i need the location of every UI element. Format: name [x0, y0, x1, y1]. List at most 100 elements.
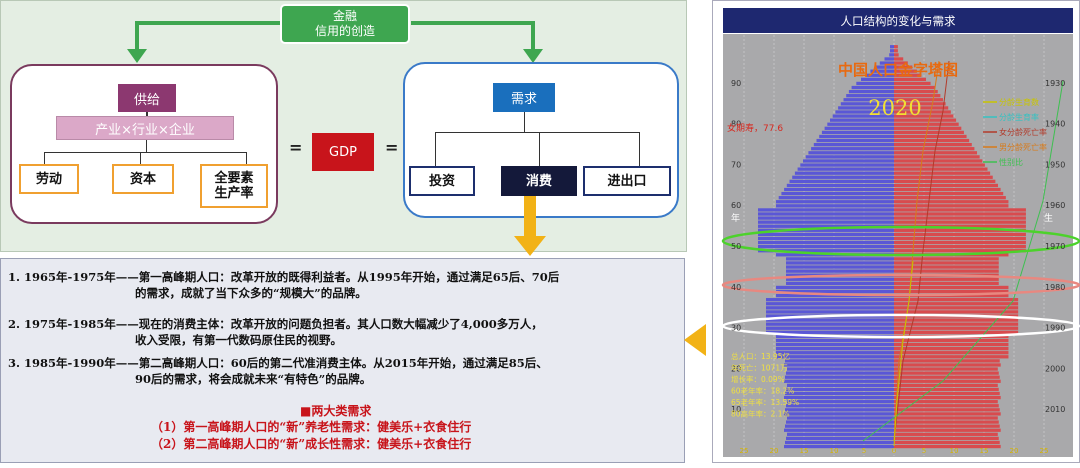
female-bar: [894, 167, 988, 171]
male-bar: [766, 310, 894, 314]
population-text-panel: 1. 1965年-1975年——第一高峰期人口：改革开放的既得利益者。从1995…: [0, 258, 685, 463]
percent-tick-label: 20: [1010, 447, 1019, 455]
female-bar: [894, 424, 1000, 428]
female-bar: [894, 245, 1026, 249]
male-bar: [792, 175, 894, 179]
male-bar: [758, 232, 894, 237]
female-bar: [894, 432, 998, 436]
male-bar: [786, 387, 894, 392]
male-bar: [766, 302, 894, 306]
point-1-tail: 的需求，成就了当下众多的“规模大”的品牌。: [135, 286, 367, 300]
male-bar: [846, 94, 894, 98]
male-bar: [890, 49, 894, 53]
male-bar: [785, 408, 894, 412]
stat-line: 年死亡：1071万: [731, 363, 788, 373]
female-bar: [894, 228, 1026, 232]
needs-line-1: （1）第一高峰期人口的“新”养老性需求：健美乐+衣食住行: [151, 420, 472, 434]
legend-entry: 分龄生育率: [999, 112, 1039, 122]
male-bar: [848, 89, 894, 94]
stat-line: 总人口：13.95亿: [731, 351, 790, 361]
female-bar: [894, 138, 970, 143]
female-bar: [894, 440, 1000, 445]
equals-sign-right: =: [385, 138, 399, 157]
male-bar: [830, 118, 894, 122]
female-bar: [894, 379, 1001, 383]
male-bar: [776, 338, 894, 343]
male-bar: [819, 134, 894, 139]
female-bar: [894, 69, 917, 73]
import-export-box: 进出口: [583, 166, 671, 196]
female-bar: [894, 257, 999, 261]
male-bar: [758, 240, 894, 245]
female-bar: [894, 200, 1009, 204]
female-bar: [894, 363, 1001, 367]
male-bar: [786, 371, 894, 375]
year-tick-label: 1990: [1045, 324, 1065, 333]
female-bar: [894, 277, 999, 281]
finance-label: 金融: [332, 9, 357, 23]
female-bar: [894, 281, 999, 285]
female-bar: [894, 220, 1026, 224]
male-bar: [786, 265, 894, 269]
percent-tick-label: 10: [830, 447, 839, 455]
male-bar: [758, 236, 894, 241]
male-bar: [835, 110, 894, 114]
side-label-left: 年: [731, 212, 740, 224]
population-pyramid-chart: 人口结构的变化与需求 90807060504030201019301940195…: [721, 8, 1080, 457]
age-tick-label: 40: [731, 283, 741, 292]
chart-title: 人口结构的变化与需求: [841, 14, 956, 28]
male-bar: [787, 383, 894, 387]
gdp-box: GDP: [312, 133, 374, 171]
female-bar: [894, 416, 998, 420]
male-bar: [787, 416, 894, 420]
age-tick-label: 10: [731, 405, 741, 414]
male-bar: [786, 404, 894, 408]
female-bar: [894, 171, 991, 175]
female-bar: [894, 347, 1009, 351]
point-1-head: 1. 1965年-1975年——第一高峰期人口：改革开放的既得利益者。从1995…: [8, 270, 560, 284]
male-bar: [766, 322, 894, 326]
male-bar: [785, 375, 894, 379]
female-bar: [894, 216, 1026, 220]
legend-entry: 女分龄死亡率: [999, 127, 1047, 137]
male-bar: [884, 57, 894, 61]
point-3-tail: 90后的需求，将会成就未来“有特色”的品牌。: [135, 372, 372, 386]
male-bar: [889, 53, 894, 57]
point-3-head: 3. 1985年-1990年——第二高峰期人口：60后的第二代准消费主体。从20…: [8, 356, 548, 370]
gdp-diagram-panel: 金融 信用的创造 供给 产业×行业×企业 劳动 资本 全要素 生产率 = GDP…: [0, 0, 687, 252]
male-bar: [890, 45, 894, 49]
needs-line-2: （2）第二高峰期人口的“新”成长性需求：健美乐+衣食住行: [151, 437, 472, 451]
male-bar: [781, 191, 894, 196]
female-bar: [894, 326, 1019, 330]
investment-box: 投资: [409, 166, 475, 196]
age-tick-label: 30: [731, 324, 741, 333]
male-bar: [785, 424, 894, 428]
female-bar: [894, 208, 1026, 212]
female-bar: [894, 236, 1026, 241]
legend-entry: 性别比: [999, 157, 1023, 167]
male-bar: [786, 183, 894, 188]
male-bar: [776, 355, 894, 359]
female-bar: [894, 310, 1019, 314]
male-bar: [865, 73, 894, 77]
male-bar: [808, 151, 894, 155]
percent-tick-label: 25: [740, 447, 749, 455]
year-tick-label: 1940: [1045, 120, 1065, 129]
male-bar: [787, 400, 894, 404]
finance-arrows: [127, 21, 543, 63]
stat-line: 65老年率：13.59%: [731, 397, 799, 407]
male-bar: [776, 351, 894, 355]
point-2-head: 2. 1975年-1985年——现在的消费主体：改革开放的问题负担者。其人口数大…: [8, 317, 543, 331]
male-bar: [805, 155, 894, 159]
side-label-right: 生: [1044, 212, 1053, 224]
stat-line: 60老年率：18.2%: [731, 386, 794, 396]
year-tick-label: 1930: [1045, 79, 1065, 88]
arrow-to-demand-icon: [523, 49, 543, 63]
male-bar: [838, 106, 894, 110]
female-bar: [894, 408, 1000, 412]
year-tick-label: 1950: [1045, 160, 1065, 169]
female-bar: [894, 196, 1006, 200]
male-bar: [766, 298, 894, 302]
male-bar: [803, 159, 894, 163]
male-bar: [776, 200, 894, 204]
